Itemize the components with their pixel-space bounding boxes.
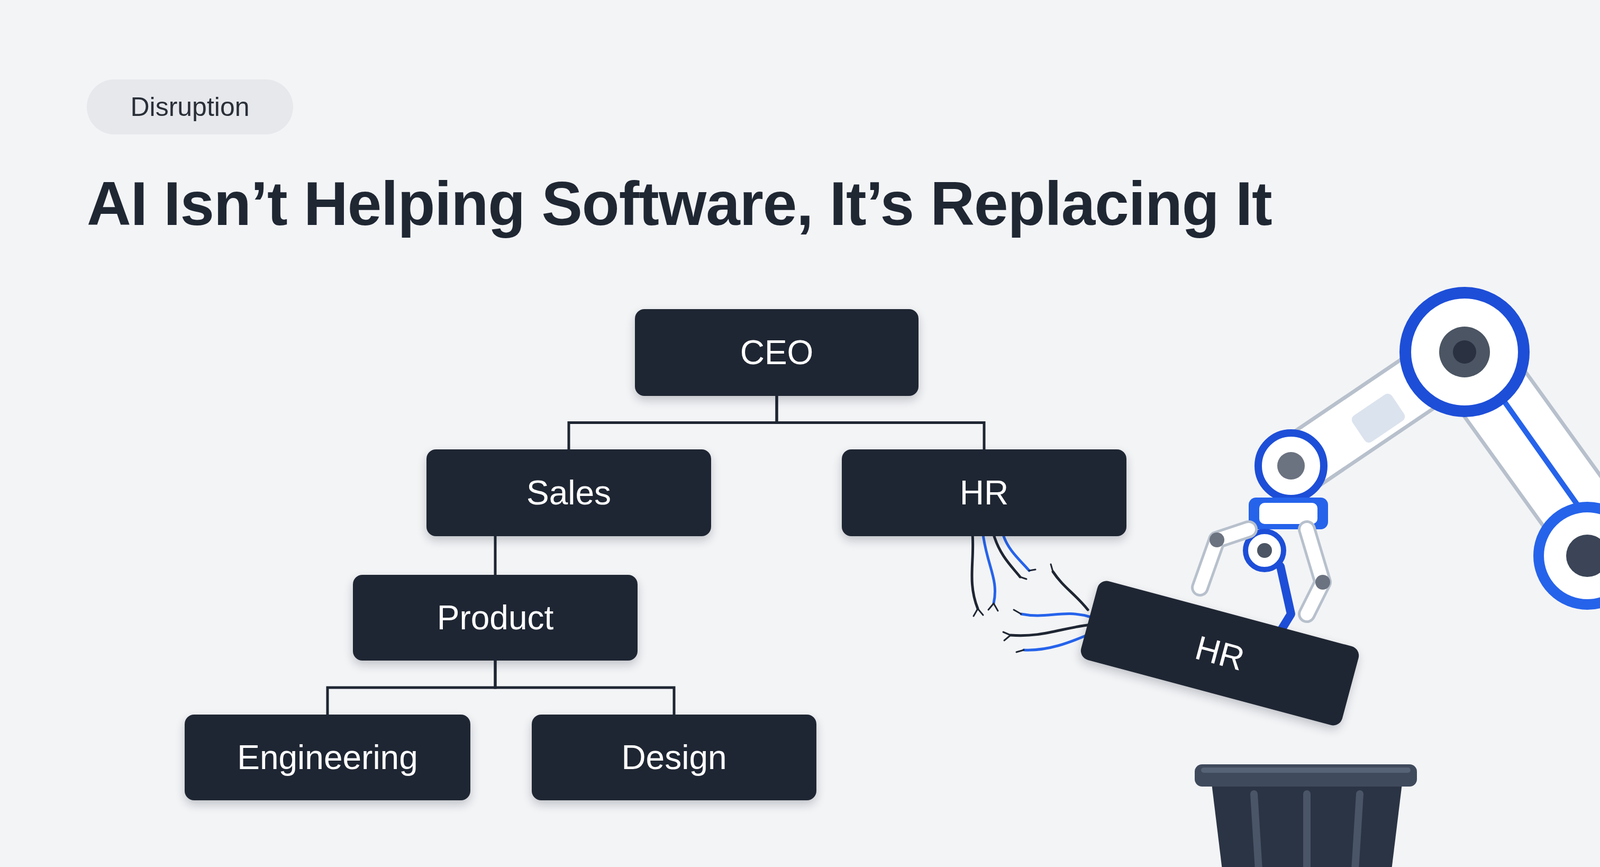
org-box: CEO [634,308,919,396]
org-box: HR [841,449,1127,536]
org-box: Design [531,714,817,800]
trash-bin [1194,764,1417,867]
org-connector [568,395,777,450]
box-label: HR [1191,627,1249,678]
org-connector [495,535,496,575]
box-label: Product [437,597,554,638]
org-box: Engineering [184,714,471,800]
org-box: Product [352,574,638,661]
org-box: Sales [426,449,712,536]
torn-wires [971,534,1094,652]
robot-arm [1200,292,1600,649]
org-connector [495,660,675,715]
box-label: Design [621,737,727,777]
box-label: HR [959,473,1009,513]
box-label: CEO [740,332,814,372]
falling-org-box: HR [1078,578,1361,727]
box-label: Sales [526,473,612,513]
box-label: Engineering [237,737,418,777]
box-label: Disruption [130,91,250,123]
page-title: AI Isn’t Helping Software, It’s Replacin… [86,168,1272,240]
tag-pill: Disruption [86,79,294,135]
org-connector [776,395,985,450]
org-connector [327,660,496,715]
